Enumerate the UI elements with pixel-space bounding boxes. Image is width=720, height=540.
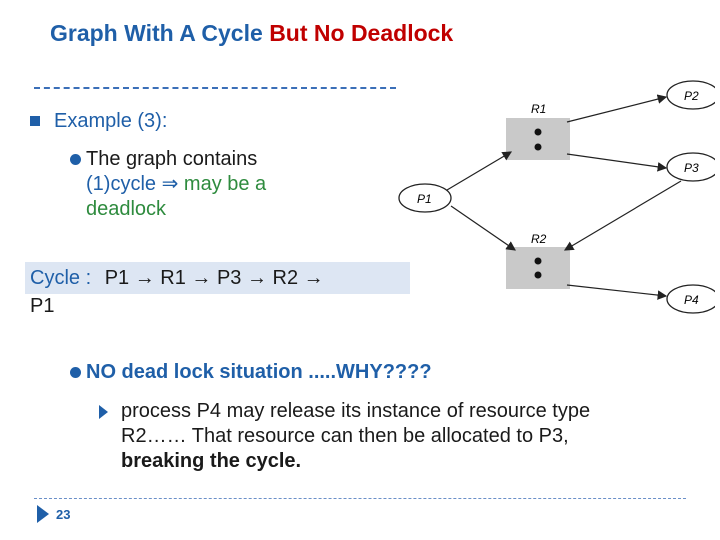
arrow-bullet-icon: [99, 405, 108, 419]
resource-r2-box: [506, 247, 570, 289]
round-bullet-icon: [70, 154, 81, 165]
page-marker-icon: [37, 505, 49, 523]
cycle-label: Cycle :: [30, 267, 92, 289]
point-line-1: The graph contains: [86, 148, 258, 170]
slide-title: Graph With A Cycle But No Deadlock: [50, 20, 453, 47]
point-line-2: (1)cycle ⇒ may be a: [86, 172, 266, 197]
square-bullet-icon: [30, 116, 40, 126]
example-label: Example (3):: [54, 110, 168, 132]
edge-p1-to-r1: [446, 151, 513, 191]
edge-r2-to-p4: [566, 284, 668, 300]
process-p1: [398, 183, 452, 213]
cycle-highlight-band: [25, 262, 410, 294]
page-number: 23: [56, 507, 71, 522]
label-p1: P1: [417, 192, 432, 206]
edge-r2-to-p1: [450, 205, 516, 251]
footer-divider: [34, 498, 686, 499]
round-bullet-icon: [70, 367, 81, 378]
cycle-description: Cycle : P1 → R1 → P3 → R2 → P1: [30, 264, 415, 320]
cycle-count: (1)cycle: [86, 173, 157, 195]
title-highlight: But No Deadlock: [269, 20, 454, 46]
point-graph-contains: The graph contains (1)cycle ⇒ may be a d…: [86, 147, 266, 222]
point-no-deadlock: NO dead lock situation .....WHY????: [86, 361, 432, 383]
r1-instance-2: [534, 143, 542, 151]
label-r1: R1: [531, 102, 546, 116]
label-p2: P2: [684, 89, 699, 103]
subpoint-line-1: process P4 may release its instance of r…: [121, 400, 591, 422]
title-main: Graph With A Cycle: [50, 20, 263, 46]
r2-instance-1: [534, 257, 542, 265]
may-be-text: may be a: [183, 173, 267, 195]
subpoint-explanation: process P4 may release its instance of r…: [121, 399, 701, 474]
title-divider: [34, 87, 396, 89]
label-p3: P3: [684, 161, 699, 175]
r2-instance-2: [534, 271, 542, 279]
r1-instance-1: [534, 128, 542, 136]
cycle-path-end: P1: [30, 295, 55, 317]
edge-r1-to-p2: [566, 94, 668, 123]
subpoint-line-2: R2…… That resource can then be allocated…: [121, 425, 569, 447]
implies-symbol: ⇒: [161, 173, 179, 195]
resource-allocation-graph: P1 P2 P3 P4 R1 R2: [398, 80, 715, 314]
edge-p3-to-r2: [563, 180, 682, 251]
edge-r1-to-p3: [566, 153, 668, 172]
point-line-3: deadlock: [86, 198, 167, 220]
resource-r1-box: [506, 118, 570, 160]
label-p4: P4: [684, 293, 699, 307]
subpoint-line-3: breaking the cycle.: [121, 450, 302, 472]
cycle-path: P1 → R1 → P3 → R2 →: [104, 267, 324, 289]
label-r2: R2: [531, 232, 547, 246]
